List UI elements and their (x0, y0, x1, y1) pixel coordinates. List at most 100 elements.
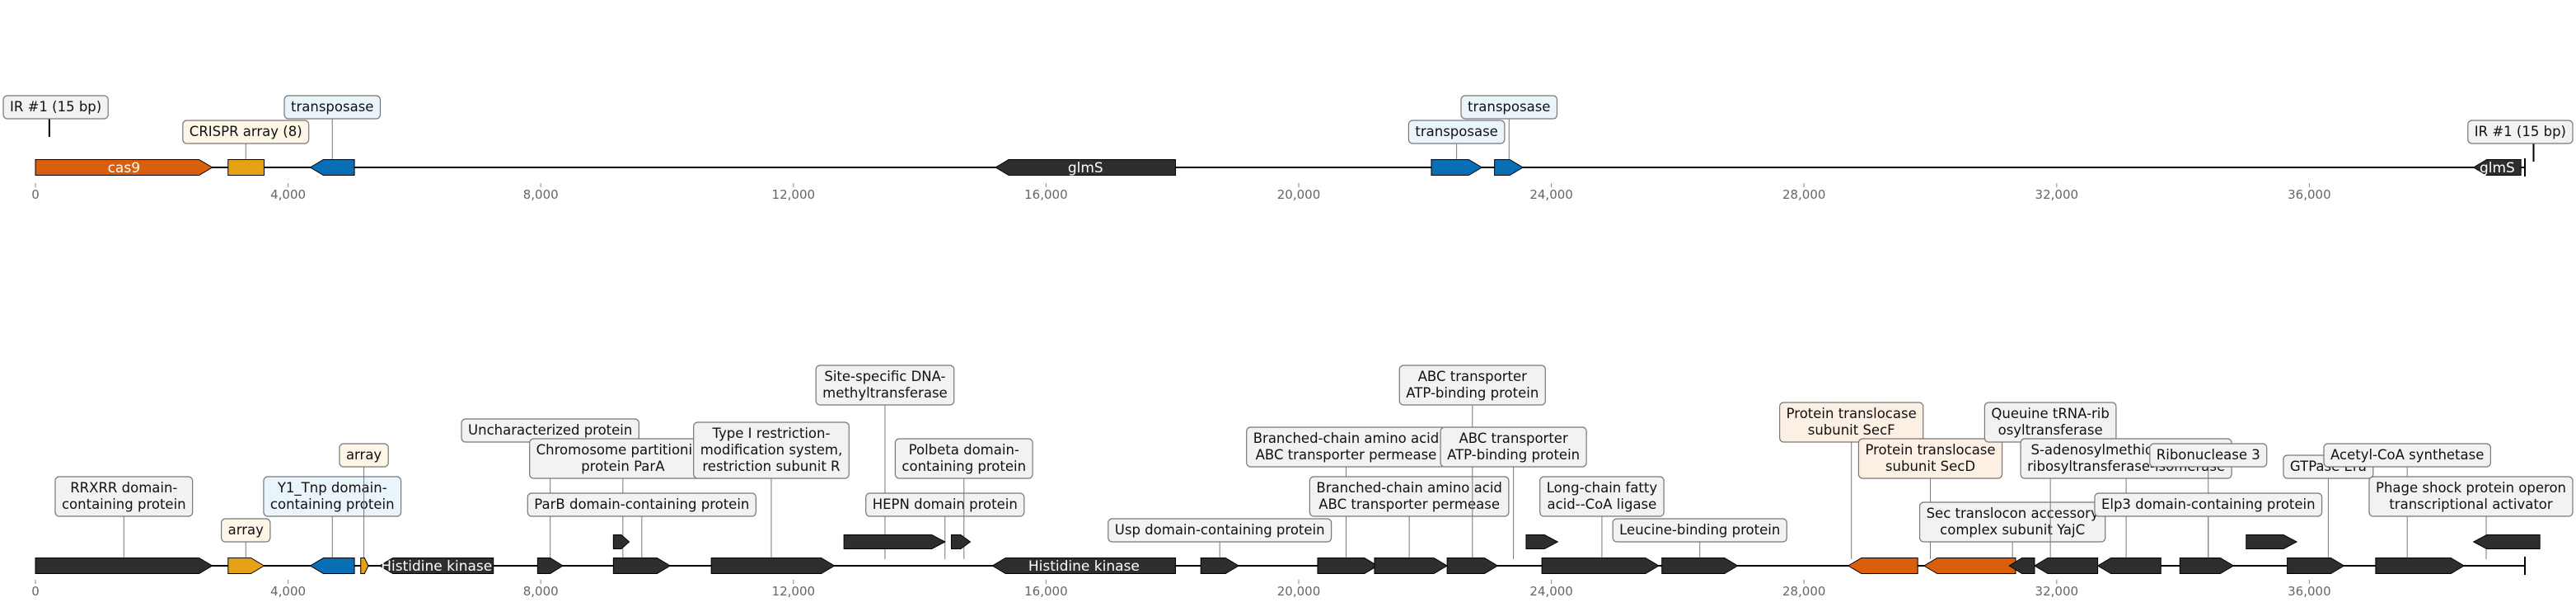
feature-label: Chromosome partitioning (536, 442, 710, 458)
callout-box (339, 443, 389, 468)
feature-label: modification system, (700, 442, 843, 458)
callout: ParB domain-containing protein (527, 492, 756, 559)
callout: Acetyl-CoA synthetase (2323, 443, 2491, 559)
gene-name: Histidine kinase (381, 558, 492, 575)
gene-arrow (1541, 558, 1660, 574)
callout-box (527, 492, 756, 517)
feature-label: IR #1 (15 bp) (10, 99, 101, 115)
callout-box (54, 476, 194, 517)
callout: IR #1 (15 bp) (2, 95, 109, 137)
feature-label: Leucine-binding protein (1619, 522, 1780, 538)
callout-box (693, 421, 850, 479)
gene-arrow-upper (2472, 534, 2541, 549)
feature-label: Polbeta domain- (909, 442, 1019, 458)
gene-arrow (2287, 558, 2345, 574)
gene-arrow (309, 558, 355, 574)
feature-label: Acetyl-CoA synthetase (2330, 447, 2484, 463)
feature-label: Protein translocase (1787, 406, 1917, 421)
tick-label: 36,000 (2288, 187, 2331, 202)
callout-box (263, 476, 402, 517)
feature-label: Phage shock protein operon (2376, 480, 2566, 496)
gene-arrow-upper (2246, 534, 2298, 549)
feature-label: Branched-chain amino acid (1253, 431, 1440, 446)
callout: CRISPR array (8) (182, 120, 310, 161)
callout: Leucine-binding protein (1612, 518, 1787, 559)
feature-label: osyltransferase (1998, 422, 2103, 438)
callout-box (1309, 476, 1510, 517)
callout: IR #1 (15 bp) (2467, 120, 2574, 162)
tick-label: 0 (31, 584, 40, 599)
callout: transposase (283, 95, 382, 161)
feature-label: Branched-chain amino acid (1316, 480, 1502, 496)
feature-label: ATP-binding protein (1406, 385, 1539, 401)
feature-label: protein ParA (581, 459, 665, 474)
gene-arrow (991, 558, 1177, 574)
gene-arrow-upper (1525, 534, 1559, 549)
feature-label: ABC transporter (1459, 431, 1567, 446)
gene-arrow (612, 558, 672, 574)
feature-label: ABC transporter permease (1256, 447, 1437, 463)
callout: Polbeta domain-containing protein (894, 438, 1033, 559)
feature-label: containing protein (62, 496, 186, 512)
feature-label: Usp domain-containing protein (1115, 522, 1325, 538)
feature-label: ATP-binding protein (1447, 447, 1580, 463)
tick-label: 0 (31, 187, 40, 202)
callout-box (283, 95, 382, 120)
feature-label: methyltransferase (822, 385, 948, 401)
gene-arrow-upper (950, 534, 972, 549)
gene-arrow (1446, 558, 1499, 574)
feature-label: array (228, 522, 264, 538)
gene-arrow (995, 159, 1177, 176)
callout: Phage shock protein operontranscriptiona… (2368, 476, 2574, 559)
gene-arrow-upper (612, 534, 630, 549)
feature-label: complex subunit YajC (1940, 522, 2085, 538)
gene-arrow (1200, 558, 1240, 574)
callout-box (1407, 120, 1506, 144)
gene-arrow (1317, 558, 1379, 574)
callouts: IR #1 (15 bp)CRISPR array (8)transposase… (2, 95, 2574, 162)
callout-box (865, 492, 1025, 517)
gene-arrow (536, 558, 564, 574)
callout: transposase (1407, 120, 1506, 161)
tick-label: 28,000 (1782, 187, 1826, 202)
callout: transposase (1460, 95, 1558, 161)
gene-arrow (378, 558, 494, 574)
callout: Site-specific DNA-methyltransferase (815, 365, 955, 559)
callout: Y1_Tnp domain-containing protein (263, 476, 402, 559)
gene-arrow (710, 558, 836, 574)
gene-arrow (2033, 558, 2099, 574)
callout-box (1612, 518, 1787, 543)
feature-label: ParB domain-containing protein (534, 496, 749, 512)
gene-arrow (227, 558, 265, 574)
gene-arrow (1661, 558, 1739, 574)
feature-label: containing protein (270, 496, 395, 512)
feature-label: Site-specific DNA- (824, 369, 945, 384)
tick-label: 32,000 (2035, 584, 2079, 599)
gene-name: cas9 (108, 160, 140, 176)
gene-arrow (1847, 558, 1918, 574)
callout: Usp domain-containing protein (1108, 518, 1332, 559)
gene-arrow (2179, 558, 2235, 574)
gene-arrow (309, 159, 355, 176)
tick-label: 16,000 (1024, 187, 1068, 202)
gene-arrow (1431, 159, 1483, 176)
feature-label: restriction subunit R (702, 459, 840, 474)
callout: array (221, 518, 271, 559)
callout-box (2323, 443, 2491, 468)
callout-box (1539, 476, 1665, 517)
gene-name: glmS (2480, 160, 2515, 176)
gene-arrow (2472, 159, 2522, 176)
feature-label: transposase (1468, 99, 1550, 115)
gene-arrow (1923, 558, 2016, 574)
feature-label: ABC transporter (1418, 369, 1527, 384)
